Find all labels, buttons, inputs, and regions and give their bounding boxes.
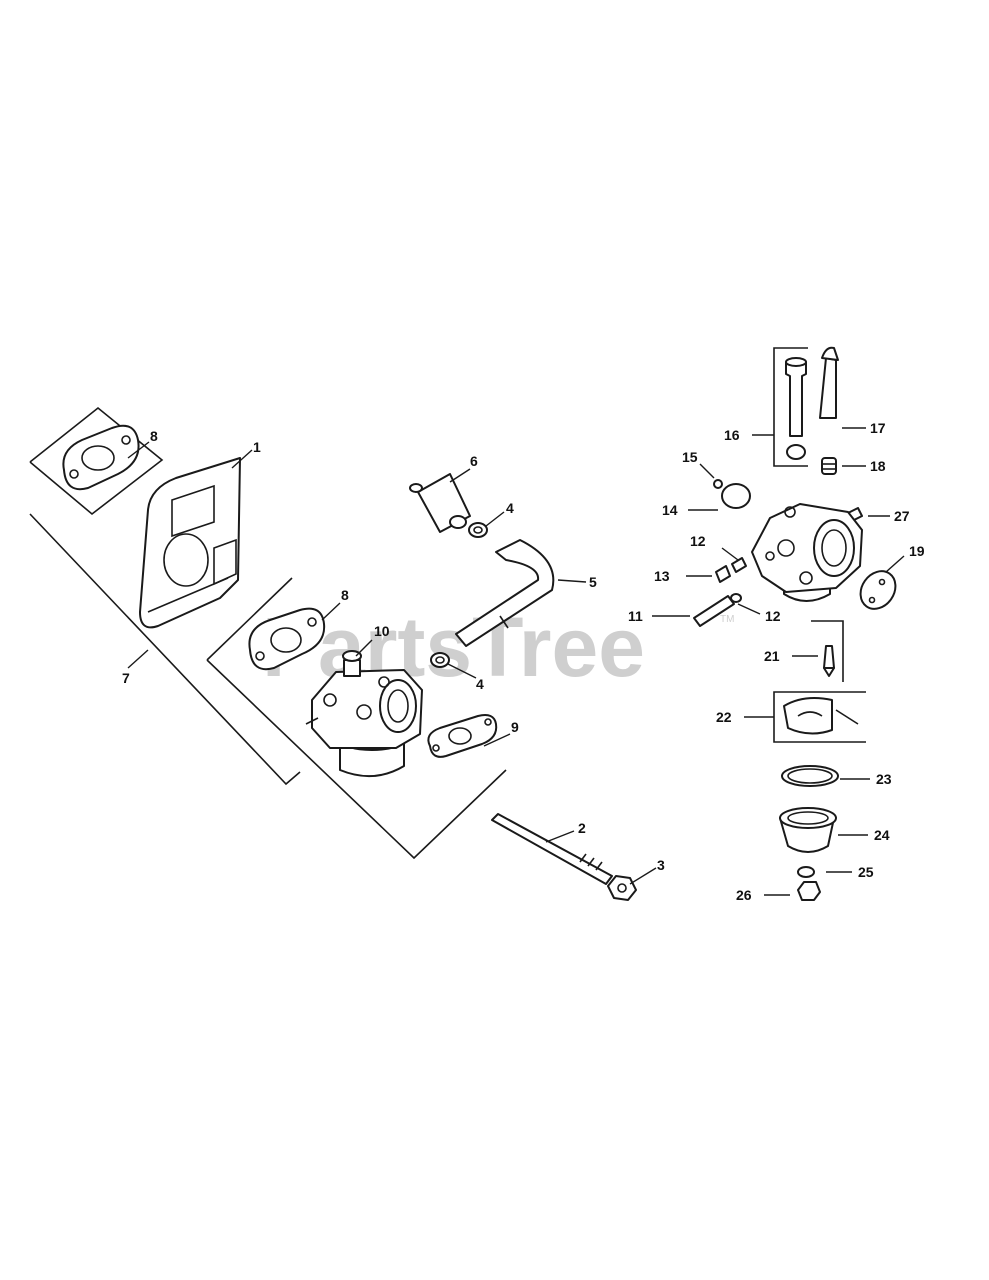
fuel-bowl: [779, 807, 837, 853]
mounting-stud: [491, 813, 613, 885]
callout-7: 7: [122, 670, 130, 686]
callout-17: 17: [870, 420, 886, 436]
float-pin-assembly: [785, 357, 807, 460]
callout-21: 21: [764, 648, 780, 664]
choke-plate: [859, 570, 897, 610]
carburetor-body: [751, 503, 863, 602]
bracket-8-lower-top: [206, 577, 293, 661]
callout-19: 19: [909, 543, 925, 559]
callout-22: 22: [716, 709, 732, 725]
leader-lines: [127, 427, 905, 896]
bracket-16: [773, 347, 808, 467]
callout-12-lower: 12: [765, 608, 781, 624]
watermark-trademark: TM: [720, 614, 734, 625]
bracket-21: [811, 620, 844, 682]
callout-3: 3: [657, 857, 665, 873]
callout-6: 6: [470, 453, 478, 469]
screw-15: [713, 479, 723, 489]
float: [783, 697, 859, 735]
callout-2: 2: [578, 820, 586, 836]
callout-25: 25: [858, 864, 874, 880]
baseplate: [139, 457, 241, 629]
callout-labels: 8 1 7 8 10 9 6 4 4 5 2 3 16 17 18 15 14 …: [122, 420, 925, 903]
float-pin: [819, 346, 839, 419]
inlet-needle: [823, 645, 835, 677]
hex-nut: [607, 875, 637, 901]
bowl-gasket: [781, 765, 839, 787]
callout-15: 15: [682, 449, 698, 465]
callout-24: 24: [874, 827, 890, 843]
bracket-gasket-8-upper: [29, 406, 164, 516]
callout-18: 18: [870, 458, 886, 474]
callout-5: 5: [589, 574, 597, 590]
callout-4-upper: 4: [506, 500, 514, 516]
carburetor-assembly: [305, 650, 423, 778]
callout-16: 16: [724, 427, 740, 443]
callout-13: 13: [654, 568, 670, 584]
callout-12-upper: 12: [690, 533, 706, 549]
gasket-lower: [248, 607, 326, 671]
callout-1: 1: [253, 439, 261, 455]
gasket-upper: [62, 424, 140, 491]
callout-9: 9: [511, 719, 519, 735]
washer: [797, 866, 815, 878]
callout-8-upper: 8: [150, 428, 158, 444]
spring: [821, 457, 837, 475]
throttle-plate: [721, 483, 751, 509]
bracket-assembly-lower: [206, 659, 507, 860]
callout-14: 14: [662, 502, 678, 518]
callout-26: 26: [736, 887, 752, 903]
idle-screws: [693, 557, 747, 627]
callout-23: 23: [876, 771, 892, 787]
callout-8-lower: 8: [341, 587, 349, 603]
bowl-nut: [797, 881, 821, 901]
hose-clamps: [430, 522, 488, 668]
callout-27: 27: [894, 508, 910, 524]
bracket-7-lower: [29, 513, 301, 786]
callout-4-lower: 4: [476, 676, 484, 692]
gasket-9: [427, 714, 498, 758]
fuel-filter: [409, 473, 471, 533]
fuel-line: [455, 539, 555, 647]
callout-11: 11: [628, 608, 643, 624]
callout-10: 10: [374, 623, 390, 639]
